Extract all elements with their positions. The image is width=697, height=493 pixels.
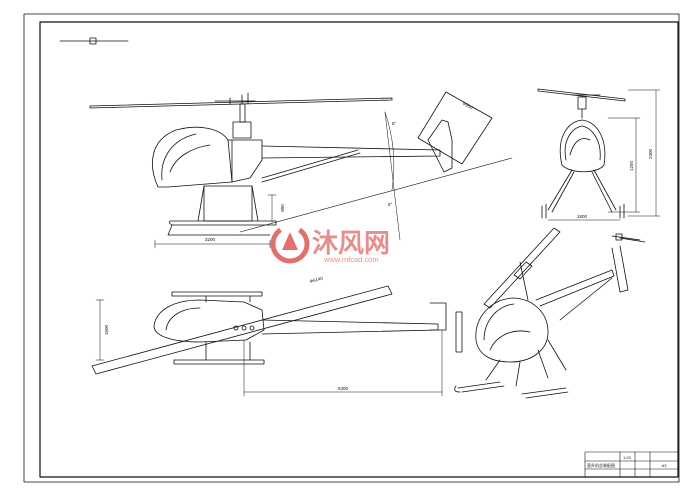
front-cabin xyxy=(559,119,606,173)
top-view xyxy=(91,285,463,397)
front-view xyxy=(537,88,661,221)
side-angle-upper: 8° xyxy=(392,121,397,126)
side-view xyxy=(89,91,513,249)
side-tail-boom xyxy=(261,145,441,159)
front-width-dim: 1800 xyxy=(577,214,588,219)
top-width-dim: 1600 xyxy=(104,324,109,335)
side-cabin xyxy=(152,126,233,188)
front-main-rotor xyxy=(537,88,626,102)
title-block xyxy=(584,451,679,478)
side-tail-fin xyxy=(427,119,453,173)
side-main-rotor xyxy=(89,97,393,109)
side-skid xyxy=(168,220,277,226)
iso-main-rotor xyxy=(483,227,561,309)
top-length-dim-line xyxy=(243,329,443,397)
top-rotor-dim: Φ6140 xyxy=(309,275,324,283)
side-length-dim-line xyxy=(154,239,271,249)
top-main-rotor xyxy=(91,285,393,375)
top-cabin xyxy=(153,299,265,343)
front-height-dim: 2300 xyxy=(648,148,653,159)
watermark: 沐风网 www.mfcad.com xyxy=(270,224,390,264)
scale-mark xyxy=(59,37,129,45)
watermark-logo-icon xyxy=(270,224,310,264)
top-length-dim: 5300 xyxy=(338,386,349,391)
iso-cabin xyxy=(475,297,549,363)
title-block-drawing-name: 直升机总装配图 xyxy=(587,462,615,468)
tail-rotor-dim: Φ950 xyxy=(462,101,475,111)
side-angle-lower: 8° xyxy=(388,202,393,207)
iso-view xyxy=(454,227,646,399)
side-tail-rotor xyxy=(417,91,493,165)
title-block-ratio: 1:20 xyxy=(623,455,632,460)
side-length-dim: 3200 xyxy=(205,237,216,242)
top-tail-boom xyxy=(261,319,439,335)
title-block-sheet: A3 xyxy=(662,463,668,468)
front-sub-height-dim: 1250 xyxy=(629,160,634,171)
side-height-dim: 800 xyxy=(280,204,285,212)
inner-border xyxy=(39,21,679,478)
watermark-brand: 沐风网 xyxy=(312,229,390,259)
outer-border xyxy=(23,13,680,483)
watermark-url: www.mfcad.com xyxy=(323,255,379,264)
